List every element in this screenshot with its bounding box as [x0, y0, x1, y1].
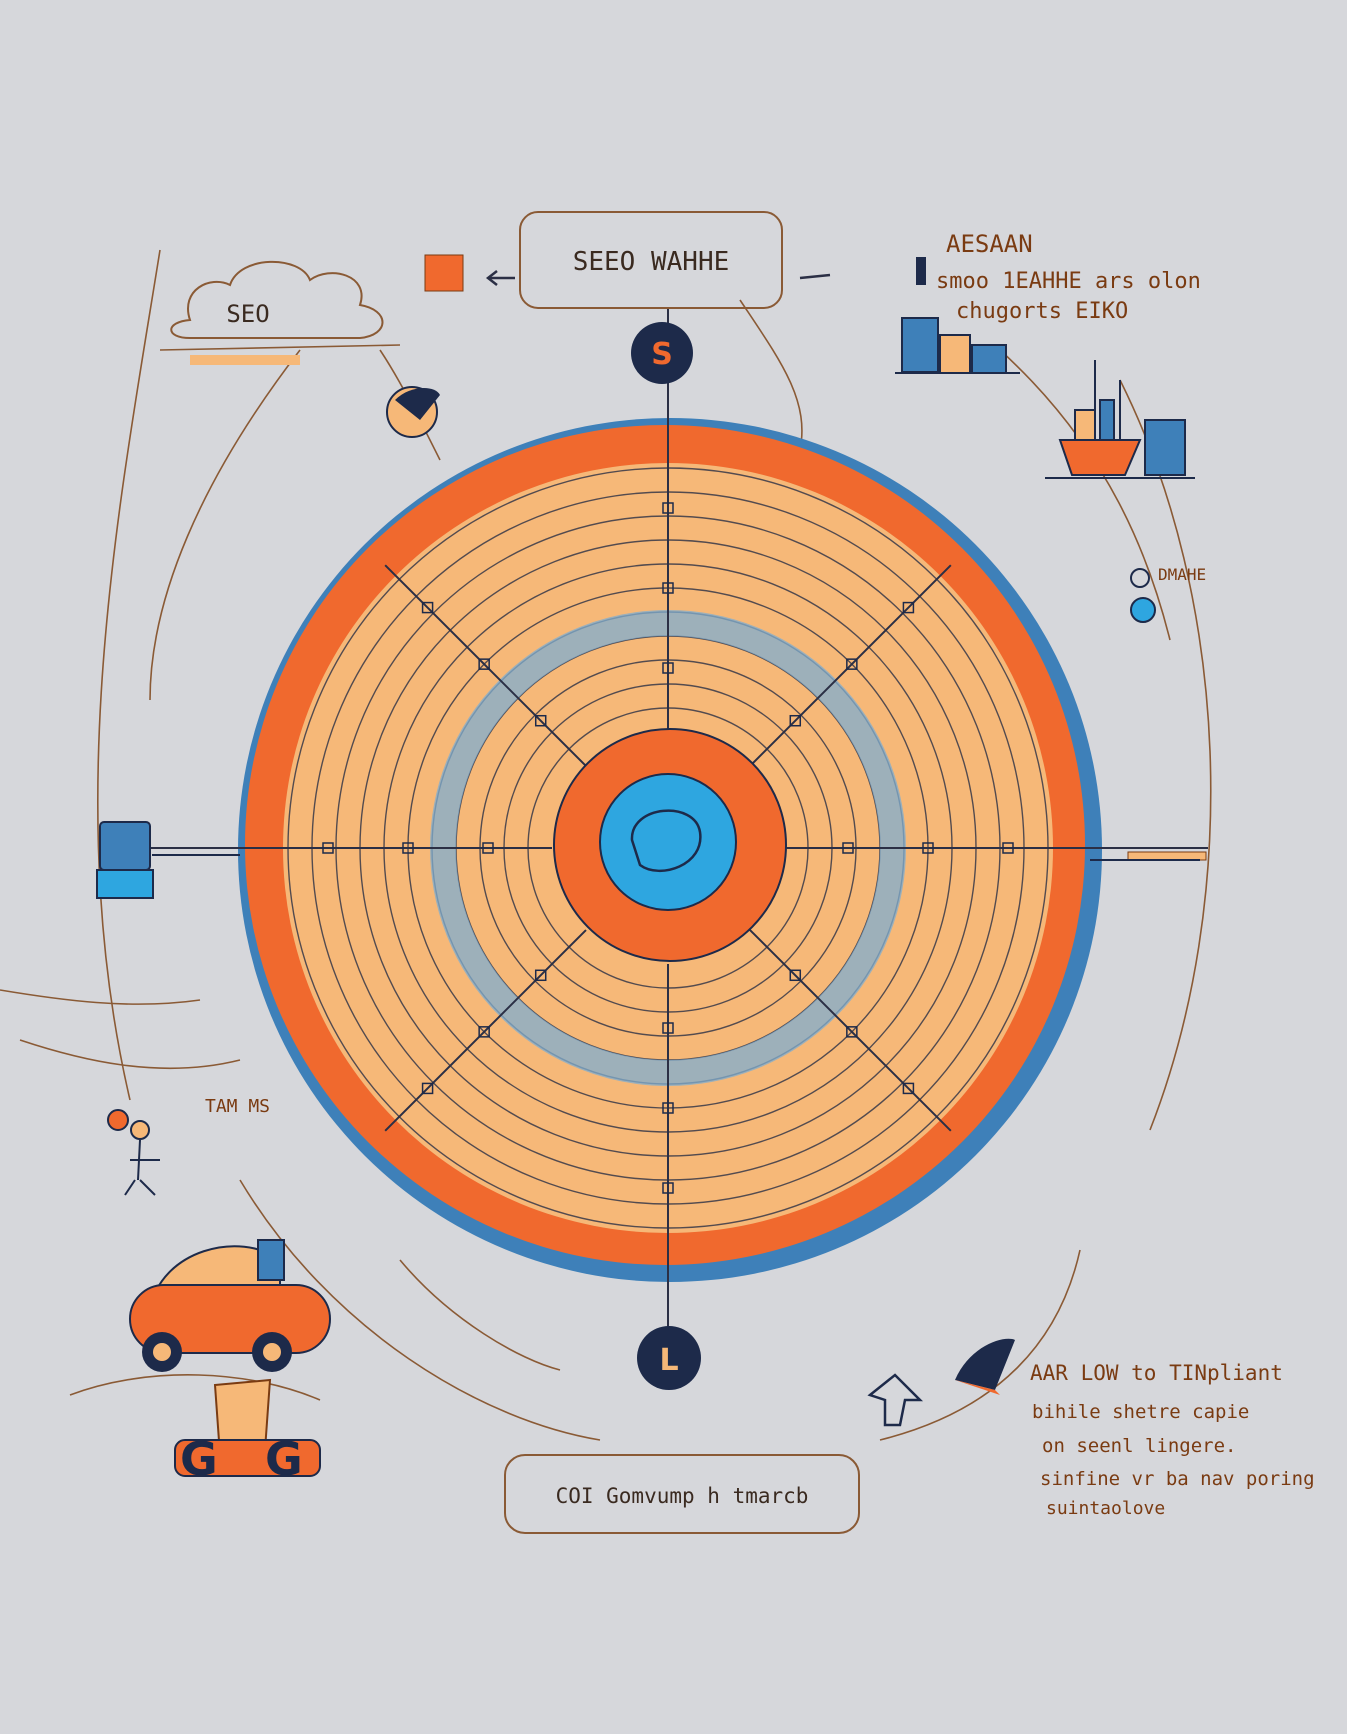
spoke-tick-icon	[421, 1082, 434, 1095]
top-node[interactable]: S	[631, 322, 693, 384]
spoke-tick-icon	[662, 1182, 674, 1194]
right-tool-icon	[1090, 851, 1207, 861]
top-right-line1: smoo 1EAHHE ars olon	[936, 269, 1201, 294]
spoke-tick-icon	[789, 969, 802, 982]
spoke-tick-icon	[534, 714, 547, 727]
note-line4: sinfine vr ba nav poring	[1040, 1468, 1315, 1490]
flag-sign-icon	[424, 254, 464, 292]
spoke-tick-icon	[789, 714, 802, 727]
spoke-tick-icon	[402, 842, 414, 854]
pin-icon	[916, 257, 926, 285]
core-blue	[599, 773, 737, 911]
spoke-tick-icon	[534, 969, 547, 982]
spoke-tick-icon	[1002, 842, 1014, 854]
note-line5: suintaolove	[1046, 1498, 1165, 1519]
spoke-tick-icon	[478, 658, 490, 670]
right-label: DMAHE	[1158, 565, 1206, 584]
spoke-tick-icon	[662, 502, 674, 514]
bottom-node[interactable]: L	[637, 1326, 701, 1390]
spoke-line	[384, 929, 587, 1132]
up-arrow-icon	[867, 1373, 924, 1427]
right-sphere: DMAHE	[1130, 565, 1206, 623]
bottom-box-label: COI Gomvump h tmarcb	[556, 1484, 809, 1508]
arrow-head-left	[485, 270, 498, 286]
spoke-line	[749, 929, 952, 1132]
rocket-icon	[386, 386, 440, 438]
building-icon	[895, 317, 1020, 374]
note-line3: on seenl lingere.	[1042, 1435, 1236, 1457]
spoke-line	[749, 564, 952, 767]
circle-l-icon	[637, 1326, 701, 1390]
spoke-tick-icon	[662, 1022, 674, 1034]
arrow-right	[799, 273, 831, 280]
top-right-line2: chugorts EIKO	[956, 299, 1128, 324]
spoke-tick-icon	[322, 842, 334, 854]
circle-s-icon	[631, 322, 693, 384]
top-box-frame	[519, 211, 783, 309]
coin-glyph-left: G	[180, 1432, 218, 1486]
spoke-tick-icon	[902, 601, 915, 614]
main-radial-diagram	[128, 308, 1208, 1388]
spoke-tick-icon	[421, 601, 434, 614]
spoke-tick-icon	[842, 842, 854, 854]
computer-icon	[96, 821, 240, 899]
bottom-title-box[interactable]: COI Gomvump h tmarcb	[504, 1454, 860, 1534]
spoke-tick-icon	[922, 842, 934, 854]
spoke-tick-icon	[662, 582, 674, 594]
spoke-tick-icon	[478, 1026, 490, 1038]
seo-cloud[interactable]: SEO	[159, 260, 401, 365]
spoke-tick-icon	[846, 658, 858, 670]
spoke-tick-icon	[482, 842, 494, 854]
note-line1: AAR LOW to TINpliant	[1030, 1361, 1283, 1385]
spoke-tick-icon	[846, 1026, 858, 1038]
top-node-glyph: S	[651, 337, 673, 372]
spoke-tick-icon	[662, 662, 674, 674]
cloud-label: SEO	[226, 300, 269, 328]
top-arrows	[424, 254, 831, 292]
bottom-node-glyph: L	[659, 1343, 678, 1378]
cloud-underbar	[190, 355, 300, 365]
spoke-tick-icon	[662, 1102, 674, 1114]
coin-cart: G G	[174, 1378, 321, 1486]
left-label: TAM MS	[205, 1096, 270, 1117]
factory-icon	[1045, 360, 1195, 479]
car-illustration	[69, 1239, 331, 1401]
top-box-label: SEEO WAHHE	[573, 247, 730, 277]
core-swirl	[630, 809, 702, 873]
bottom-right-note: AAR LOW to TINpliant bihile shetre capie…	[1030, 1361, 1315, 1519]
cloud-baseline	[159, 344, 401, 351]
person-figure-icon	[107, 1109, 160, 1196]
spoke-tick-icon	[902, 1082, 915, 1095]
note-line2: bihile shetre capie	[1032, 1401, 1249, 1423]
connector-lines	[0, 249, 1212, 1441]
cloud-outline	[170, 260, 384, 339]
top-title-box[interactable]: SEEO WAHHE	[519, 211, 783, 309]
spoke-line	[384, 564, 587, 767]
bird-icon	[955, 1338, 1015, 1395]
top-right-title: AESAAN	[946, 230, 1033, 258]
top-right-label-block: AESAAN smoo 1EAHHE ars olon chugorts EIK…	[916, 230, 1201, 324]
coin-glyph-right: G	[265, 1432, 303, 1486]
bottom-box-frame	[504, 1454, 860, 1534]
